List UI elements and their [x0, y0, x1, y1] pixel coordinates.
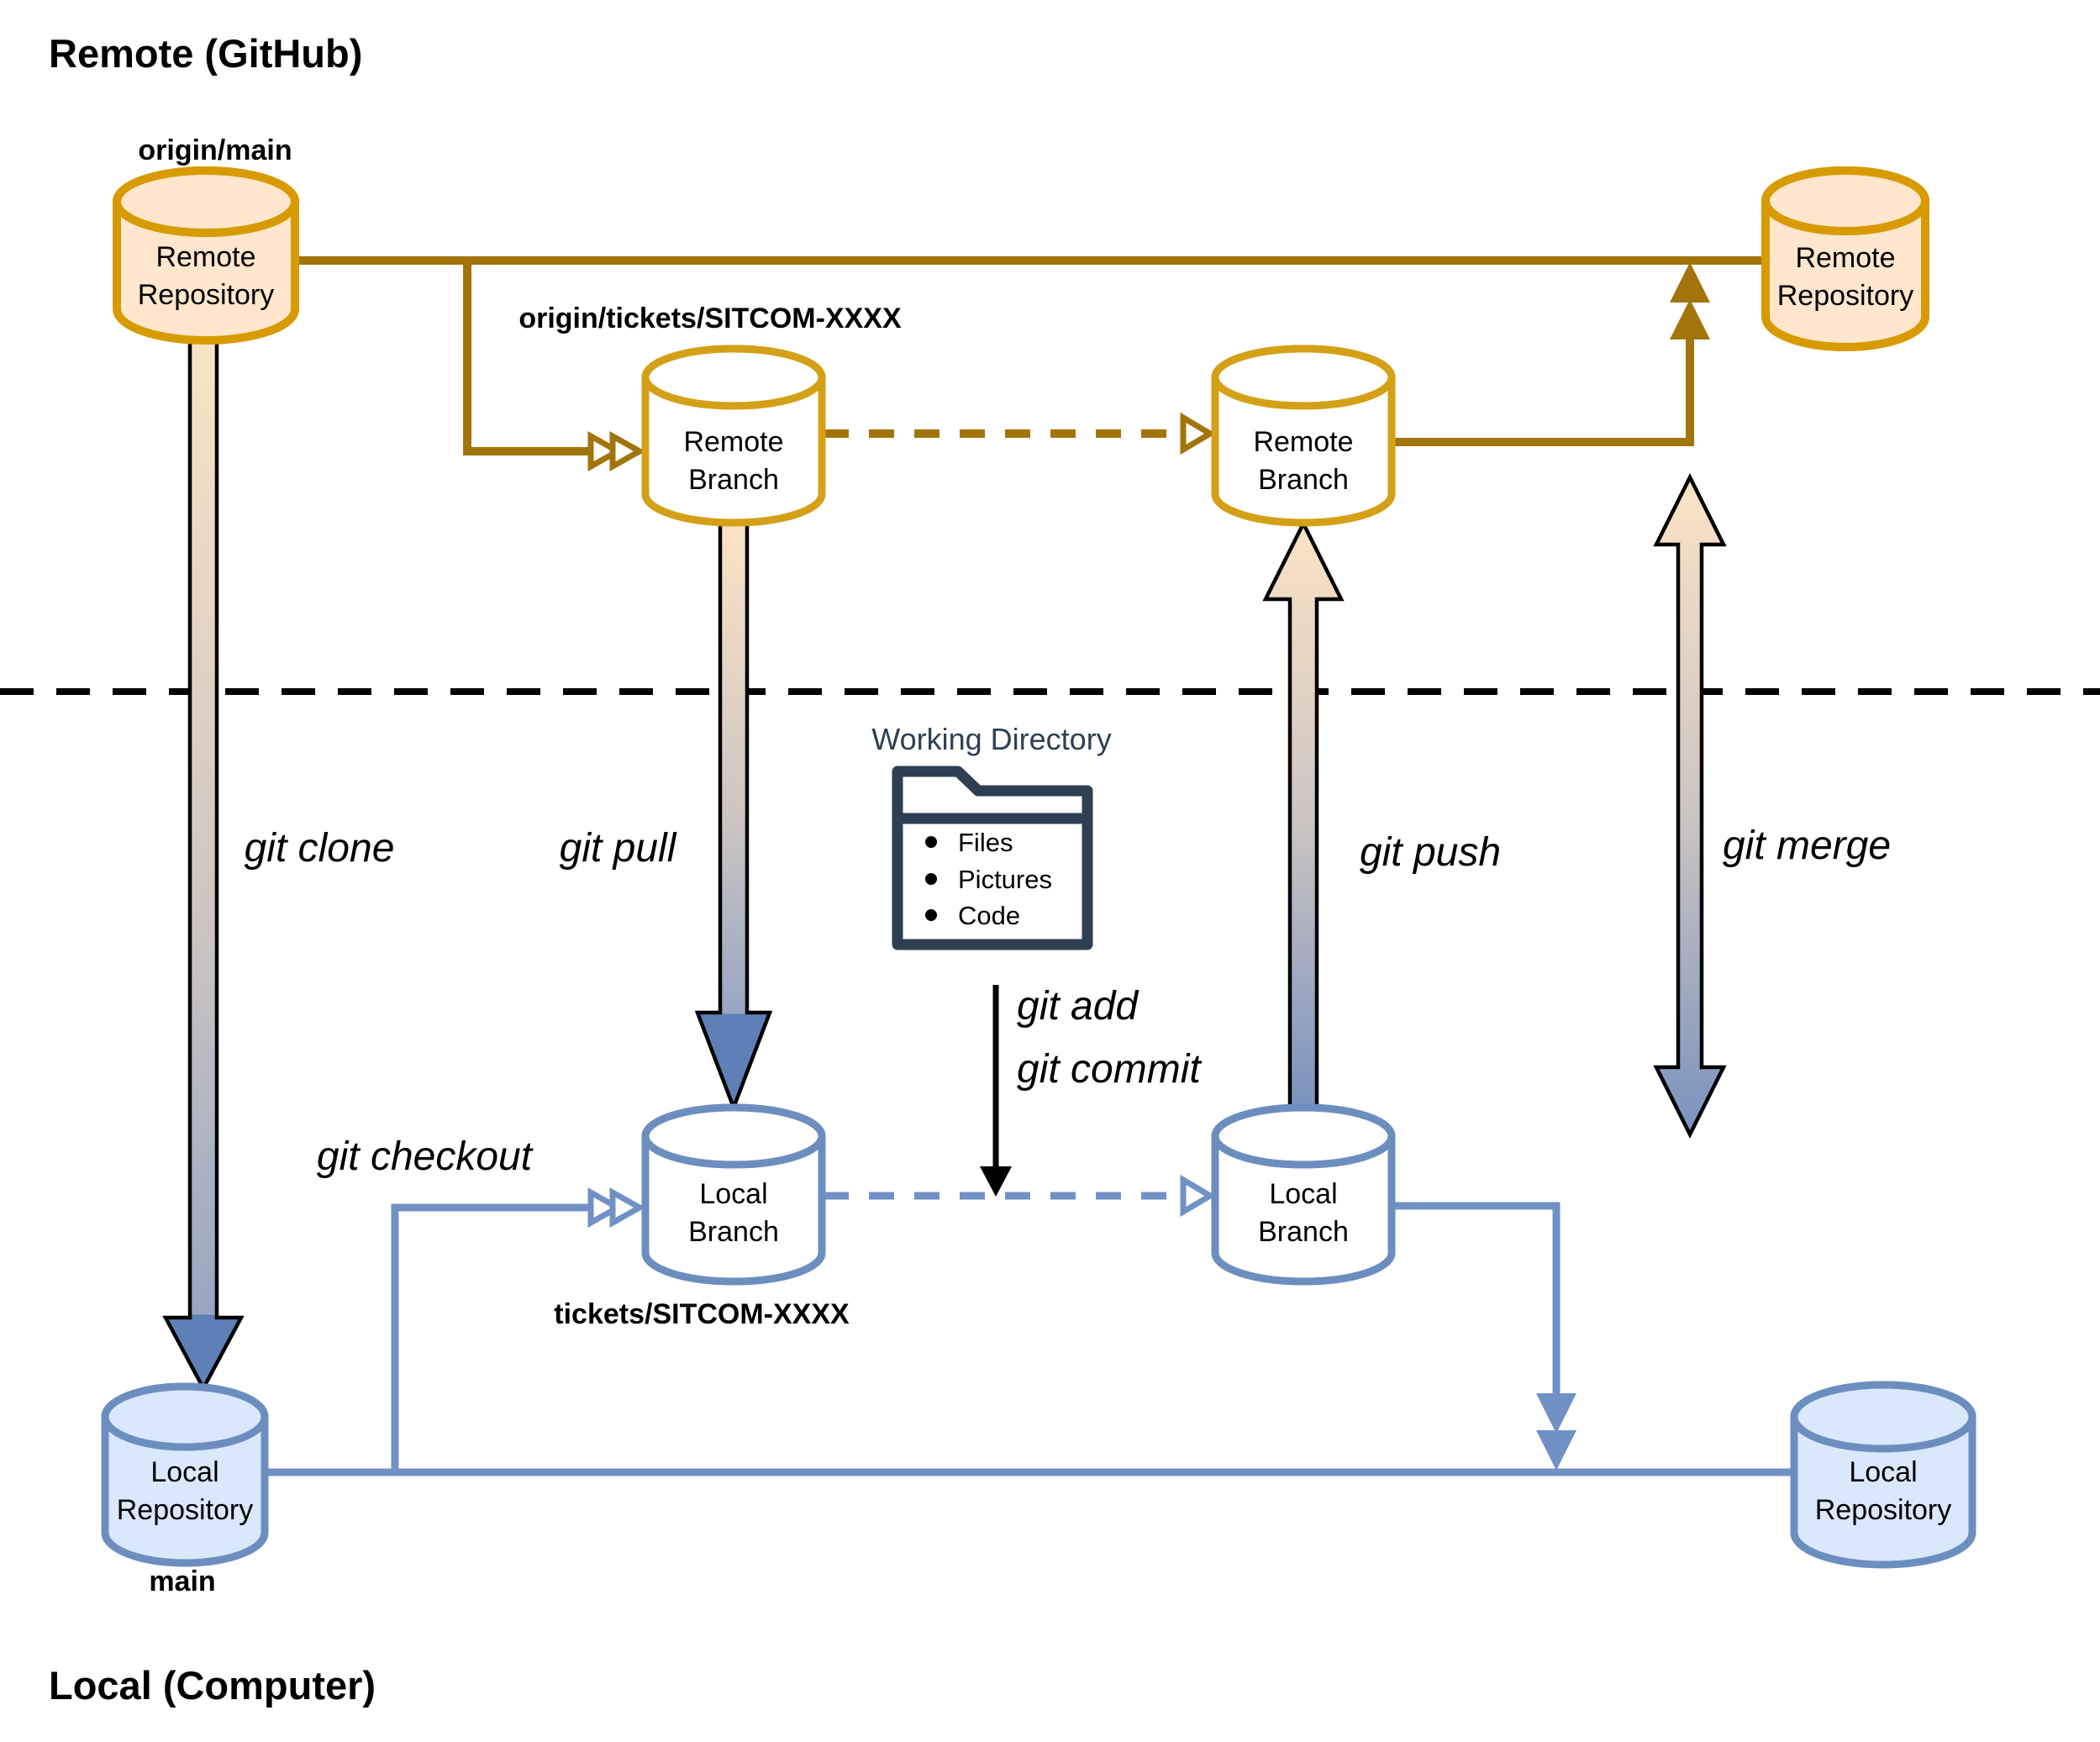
main-label: main: [149, 1566, 215, 1597]
git-clone-arrow: [162, 338, 245, 1392]
node-label: Local: [1849, 1456, 1917, 1488]
git-commit-label: git commit: [1017, 1047, 1202, 1092]
bullet-icon: [925, 909, 937, 921]
node-label: Remote: [1795, 242, 1895, 274]
origin-tickets-label: origin/tickets/SITCOM-XXXX: [518, 303, 902, 334]
remote-section-title: Remote (GitHub): [49, 31, 362, 76]
git-push-label: git push: [1360, 830, 1501, 875]
node-label: Local: [699, 1178, 767, 1210]
git-push-arrow: [1262, 518, 1345, 1110]
bullet-icon: [925, 873, 937, 885]
node-label: Branch: [688, 464, 779, 496]
tickets-label: tickets/SITCOM-XXXX: [554, 1298, 850, 1330]
bullet-icon: [925, 836, 937, 848]
remote-repo-to-branch-line: [463, 261, 591, 455]
working-directory-item: Files: [958, 828, 1013, 857]
remote-connectors: [296, 256, 1766, 471]
node-label: Remote: [1253, 426, 1353, 458]
open-arrowhead-icon: [1180, 412, 1216, 455]
remote-repository-right: Remote Repository: [1761, 166, 1929, 351]
repository-nodes: Remote Repository Remote Repository Remo…: [101, 166, 1976, 1569]
origin-main-label: origin/main: [138, 134, 292, 166]
node-label: Branch: [688, 1216, 779, 1248]
double-arrowhead-up-icon: [1670, 299, 1710, 339]
node-label: Repository: [1815, 1494, 1952, 1526]
node-label: Repository: [138, 279, 275, 311]
local-connectors: [265, 1174, 1794, 1476]
local-branch-to-repo-line: [1392, 1202, 1561, 1393]
node-label: Repository: [1777, 280, 1914, 312]
node-label: Remote: [683, 426, 783, 458]
git-checkout-line: [391, 1203, 591, 1472]
local-repository-left: Local Repository: [101, 1382, 269, 1567]
git-add-label: git add: [1017, 984, 1139, 1029]
node-label: Remote: [155, 241, 255, 273]
local-repository-right: Local Repository: [1790, 1381, 1976, 1569]
labels: Remote (GitHub) Local (Computer) origin/…: [49, 31, 1891, 1708]
local-section-title: Local (Computer): [49, 1663, 376, 1708]
chevron-arrowhead-icon: [609, 431, 646, 471]
chevron-arrowhead-icon: [587, 431, 624, 471]
working-directory-item: Pictures: [958, 865, 1052, 894]
remote-repository-left: Remote Repository: [113, 166, 299, 345]
command-arrows: [162, 338, 1727, 1392]
node-label: Repository: [117, 1494, 254, 1526]
working-directory-item: Code: [958, 901, 1020, 930]
git-merge-label: git merge: [1723, 824, 1891, 868]
git-pull-label: git pull: [560, 826, 677, 871]
double-arrowhead-down-icon: [1536, 1393, 1576, 1434]
double-arrowhead-up-icon: [1670, 262, 1710, 303]
remote-branch-to-top-line: [1392, 336, 1694, 446]
remote-branch-right: Remote Branch: [1211, 345, 1396, 527]
working-directory-title: Working Directory: [871, 722, 1111, 756]
node-label: Local: [150, 1456, 218, 1488]
git-merge-arrow: [1653, 472, 1727, 1139]
remote-branch-left: Remote Branch: [641, 345, 826, 527]
node-label: Local: [1269, 1178, 1337, 1210]
node-label: Branch: [1258, 1216, 1349, 1248]
chevron-arrowhead-icon: [609, 1187, 646, 1228]
double-arrowhead-down-icon: [1536, 1430, 1576, 1471]
git-pull-arrow: [694, 520, 773, 1113]
git-clone-label: git clone: [245, 826, 395, 871]
open-arrowhead-icon: [1180, 1174, 1216, 1218]
arrowhead-down-icon: [980, 1166, 1012, 1197]
working-directory: Working Directory Files Pictures Code: [871, 722, 1112, 1197]
local-branch-right: Local Branch: [1211, 1103, 1396, 1286]
local-branch-left: Local Branch: [641, 1103, 826, 1286]
git-checkout-label: git checkout: [317, 1134, 534, 1179]
chevron-arrowhead-icon: [587, 1187, 624, 1228]
node-label: Branch: [1258, 464, 1349, 496]
